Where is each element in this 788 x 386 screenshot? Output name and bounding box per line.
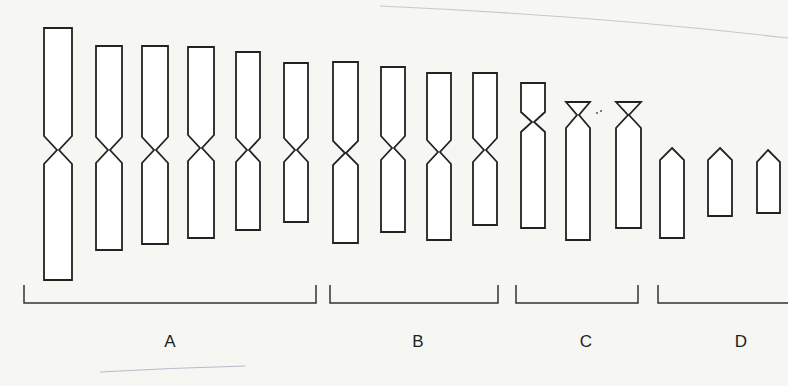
chromosome	[44, 28, 72, 280]
group-label: B	[412, 333, 423, 350]
group-bracket	[516, 285, 638, 303]
acrocentric-chromosome	[708, 148, 732, 216]
group-label: D	[735, 333, 747, 350]
chromosome	[188, 47, 214, 238]
group-bracket	[330, 285, 498, 303]
group-label: C	[580, 333, 592, 350]
acrocentric-chromosome	[660, 148, 684, 238]
chromosome	[284, 63, 308, 222]
group-label: A	[164, 333, 175, 350]
speck	[600, 110, 602, 112]
chromosome	[473, 73, 497, 225]
paper-edge	[380, 6, 788, 38]
group-bracket	[658, 285, 788, 303]
pencil-mark	[100, 366, 245, 372]
chromosome	[333, 62, 358, 243]
chromosome	[616, 102, 641, 228]
chromosome	[566, 102, 590, 240]
chromosome	[142, 46, 168, 244]
chromosome	[427, 73, 451, 240]
chromosome	[96, 46, 122, 250]
chromosome	[236, 52, 260, 230]
acrocentric-chromosome	[757, 150, 780, 213]
chromosome	[521, 83, 545, 228]
chromosome	[381, 67, 405, 232]
group-bracket	[24, 285, 316, 303]
speck	[596, 112, 598, 114]
